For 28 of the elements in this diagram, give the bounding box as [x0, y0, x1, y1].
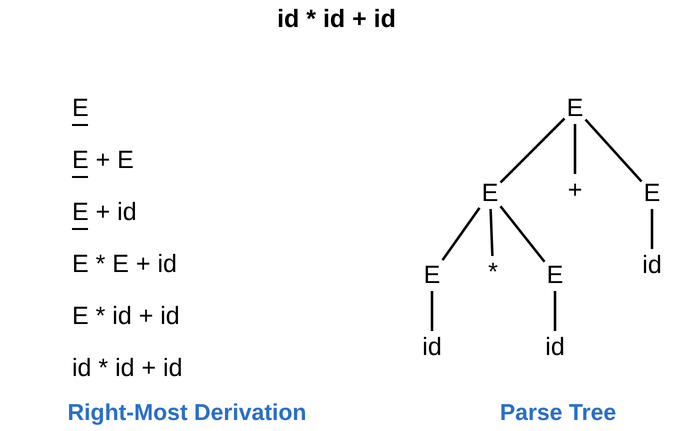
tree-branch: [500, 205, 546, 263]
tree-symbol: *: [488, 260, 498, 284]
tree-branch: [489, 208, 494, 256]
tree-symbol: E: [644, 181, 660, 205]
tree-symbol: id: [642, 253, 662, 277]
derivation-step: E + E: [72, 145, 134, 175]
tree-symbol: E: [566, 96, 584, 120]
tree-branch: [554, 291, 556, 331]
tree-branch: [584, 118, 642, 182]
title: id * id + id: [277, 4, 396, 34]
derivation-step: id * id + id: [72, 353, 182, 383]
tree-symbol: E: [546, 263, 564, 287]
derivation-step: E: [72, 93, 89, 123]
derivation-step: E * E + id: [72, 249, 177, 279]
tree-symbol: E: [424, 263, 440, 287]
tree-branch: [500, 118, 566, 184]
panel-caption: Right-Most Derivation: [68, 398, 306, 427]
tree-symbol: +: [568, 178, 582, 202]
tree-branch: [441, 207, 481, 261]
tree-branch: [650, 209, 654, 249]
derivation-step: E + id: [72, 197, 137, 227]
tree-branch: [430, 291, 434, 331]
panel-caption: Parse Tree: [500, 398, 616, 427]
derivation-step: E * id + id: [72, 301, 180, 331]
tree-symbol: id: [422, 335, 442, 359]
tree-symbol: id: [545, 335, 565, 359]
tree-branch: [574, 124, 576, 174]
tree-symbol: E: [482, 181, 498, 205]
